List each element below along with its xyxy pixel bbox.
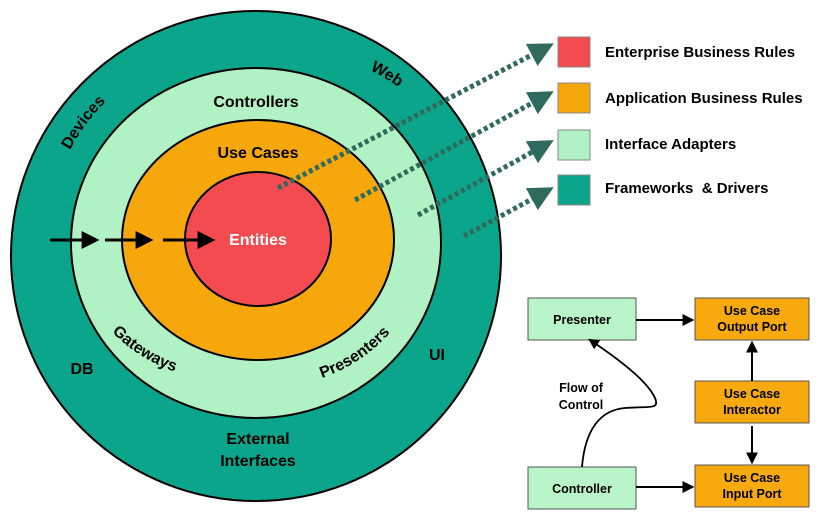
output-port-label-line2: Output Port [717,320,787,334]
entities-label: Entities [229,232,287,249]
input-port-box [694,464,810,508]
legend: Enterprise Business Rules Application Bu… [557,36,803,206]
legend-pointer-entities [276,43,554,191]
presenter-label: Presenter [553,313,611,327]
db-label: DB [70,361,93,378]
legend-label-application: Application Business Rules [605,90,803,107]
flow-of-control-label-line2: Control [559,398,603,412]
flow-of-control-label-line1: Flow of [559,381,604,395]
external-interfaces-label-line1: External [226,431,289,448]
legend-swatch-frameworks [557,174,591,206]
legend-swatch-adapters [557,129,591,161]
interactor-label-line1: Use Case [724,387,780,401]
legend-label-frameworks: Frameworks & Drivers [605,180,768,197]
controllers-label: Controllers [213,94,298,111]
interactor-label-line2: Interactor [723,403,781,417]
legend-pointer-usecases [353,91,554,203]
output-port-label-line1: Use Case [724,304,780,318]
input-port-label-line2: Input Port [722,487,782,501]
legend-pointer-adapters [416,140,554,218]
legend-pointer-frameworks [462,187,554,239]
legend-swatch-application [557,82,591,114]
input-port-label-line1: Use Case [724,471,780,485]
presenter-box [527,297,637,341]
legend-swatch-enterprise [557,36,591,68]
external-interfaces-label-line2: Interfaces [220,453,296,470]
legend-label-enterprise: Enterprise Business Rules [605,44,795,61]
use-cases-label: Use Cases [218,145,299,162]
flow-of-control-diagram: Presenter Controller Use Case Output Por… [527,297,810,510]
flow-of-control-curve [581,338,658,468]
interactor-box [694,380,810,424]
controller-label: Controller [552,482,612,496]
legend-label-adapters: Interface Adapters [605,136,736,153]
output-port-box [694,297,810,341]
ui-label: UI [429,347,445,364]
